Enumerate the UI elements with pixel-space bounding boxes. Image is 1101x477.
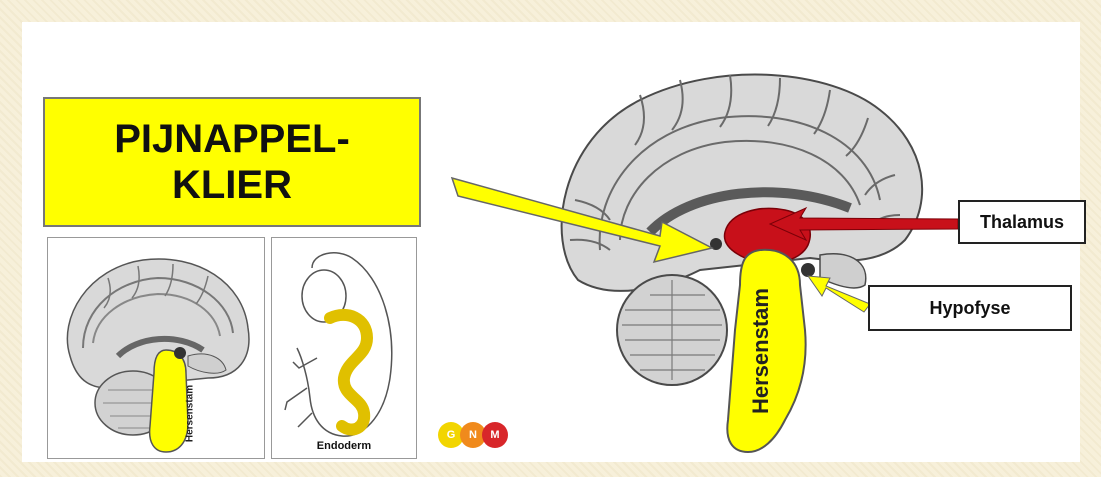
logo-letter-m: M — [482, 422, 508, 448]
hypofyse-callout: Hypofyse — [868, 285, 1072, 331]
main-hersenstam-label: Hersenstam — [748, 294, 772, 414]
gnm-logo: G N M — [438, 418, 528, 452]
thalamus-callout: Thalamus — [958, 200, 1086, 244]
